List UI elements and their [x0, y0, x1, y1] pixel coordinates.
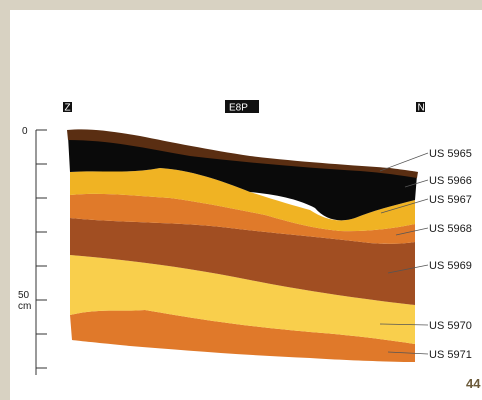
scale-label-fifty: 50 [18, 290, 30, 301]
layer-label: US 5969 [429, 260, 472, 272]
layer-us-5967 [70, 168, 415, 232]
layer-label: US 5967 [429, 194, 472, 206]
layer-us-5970 [70, 255, 415, 344]
layer-us-5968 [70, 193, 415, 244]
scale-label-zero: 0 [22, 126, 28, 137]
figure-page: 0 50 cm Z E8P N US 5965 US 5966 US 5967 … [10, 10, 482, 400]
depth-scale: 0 50 cm [18, 126, 47, 375]
orientation-tag-left [63, 102, 72, 112]
layer-us-5971 [70, 310, 415, 362]
layer-us-5969 [70, 218, 415, 305]
orientation-label-right: N [418, 103, 425, 114]
layer-label: US 5971 [429, 349, 472, 361]
orientation-label-left: Z [65, 103, 71, 114]
leader-lines [379, 152, 429, 355]
layer-us-5965 [67, 129, 418, 178]
orientation-tag-right [416, 102, 425, 112]
stratigraphic-section-drawing: 0 50 cm Z E8P N US 5965 US 5966 US 5967 … [18, 100, 481, 391]
layer-label: US 5970 [429, 320, 472, 332]
section-name-label: E8P [229, 103, 248, 114]
page-number: 44 [466, 376, 481, 391]
layer-label: US 5966 [429, 175, 472, 187]
layer-label: US 5968 [429, 223, 472, 235]
scale-unit-label: cm [18, 301, 31, 312]
layer-label: US 5965 [429, 148, 472, 160]
layer-us-5966 [68, 136, 417, 221]
section-name-tag [225, 100, 259, 113]
